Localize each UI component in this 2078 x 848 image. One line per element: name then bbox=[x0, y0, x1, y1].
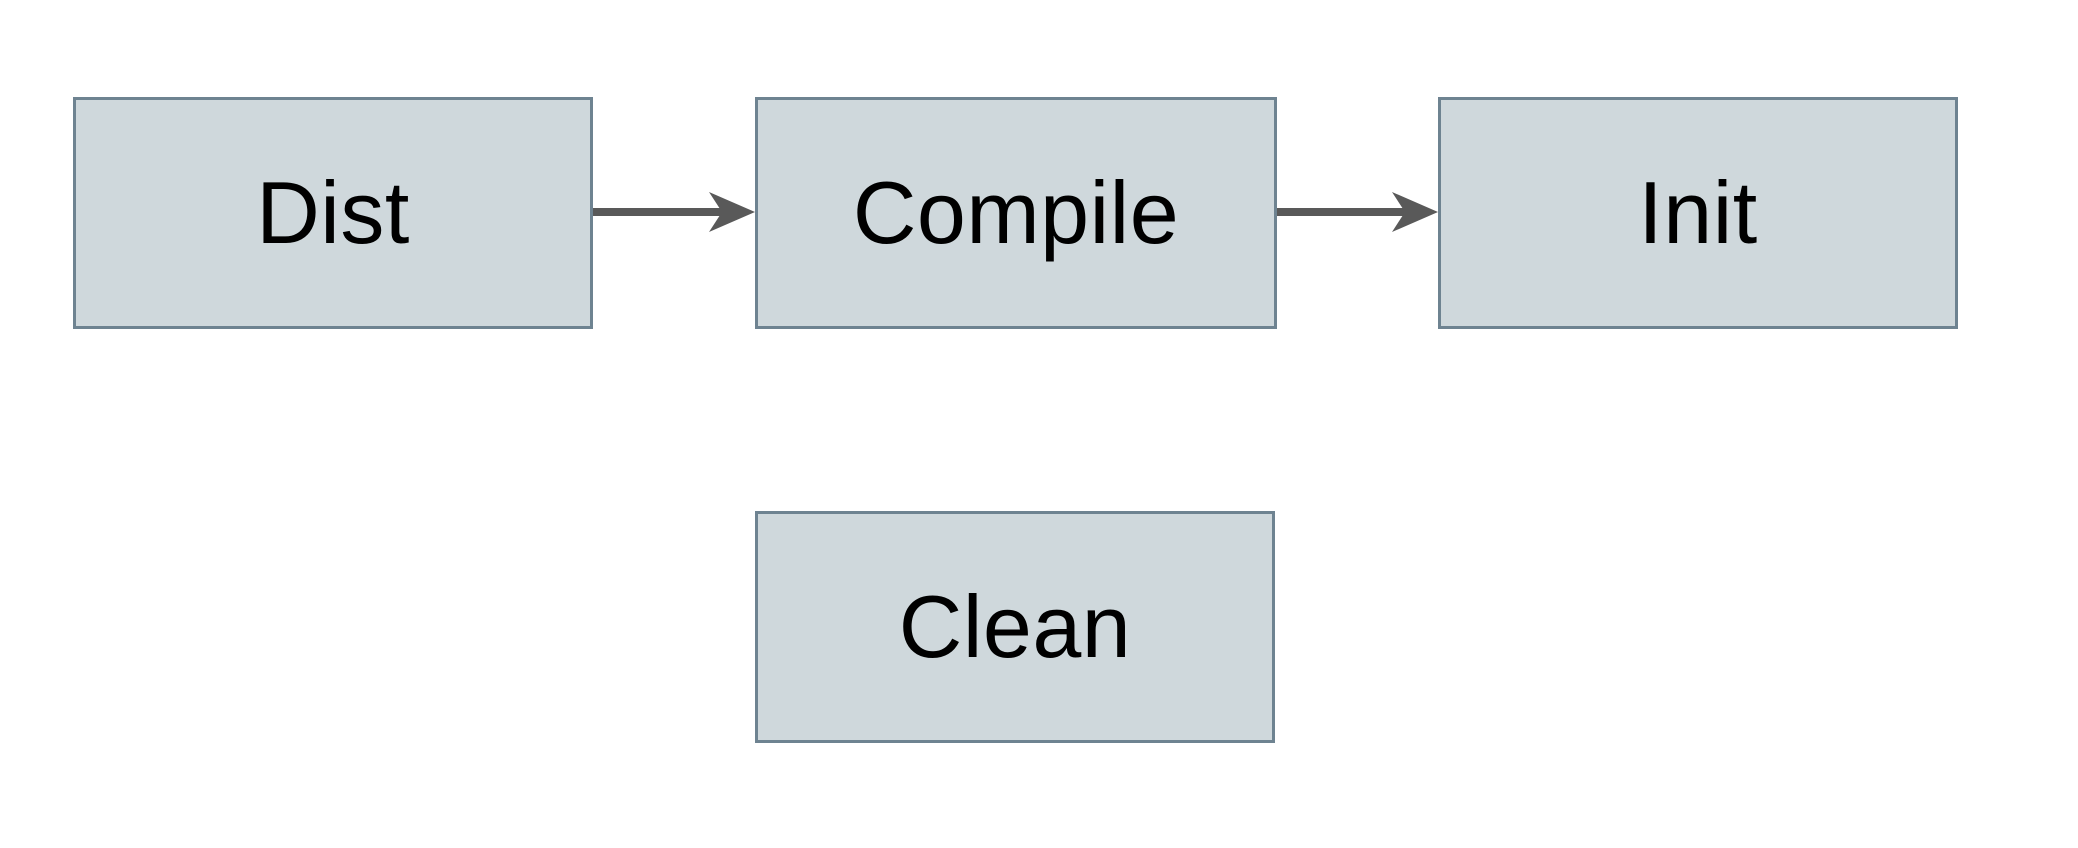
arrow-dist-to-compile-icon[interactable] bbox=[593, 184, 755, 240]
node-dist[interactable]: Dist bbox=[73, 97, 593, 329]
node-dist-label: Dist bbox=[256, 163, 410, 262]
node-compile[interactable]: Compile bbox=[755, 97, 1277, 329]
node-clean-label: Clean bbox=[898, 577, 1132, 676]
node-init[interactable]: Init bbox=[1438, 97, 1958, 329]
arrow-compile-to-init-icon[interactable] bbox=[1277, 184, 1438, 240]
node-init-label: Init bbox=[1638, 163, 1758, 262]
node-compile-label: Compile bbox=[852, 163, 1180, 262]
node-clean[interactable]: Clean bbox=[755, 511, 1275, 743]
